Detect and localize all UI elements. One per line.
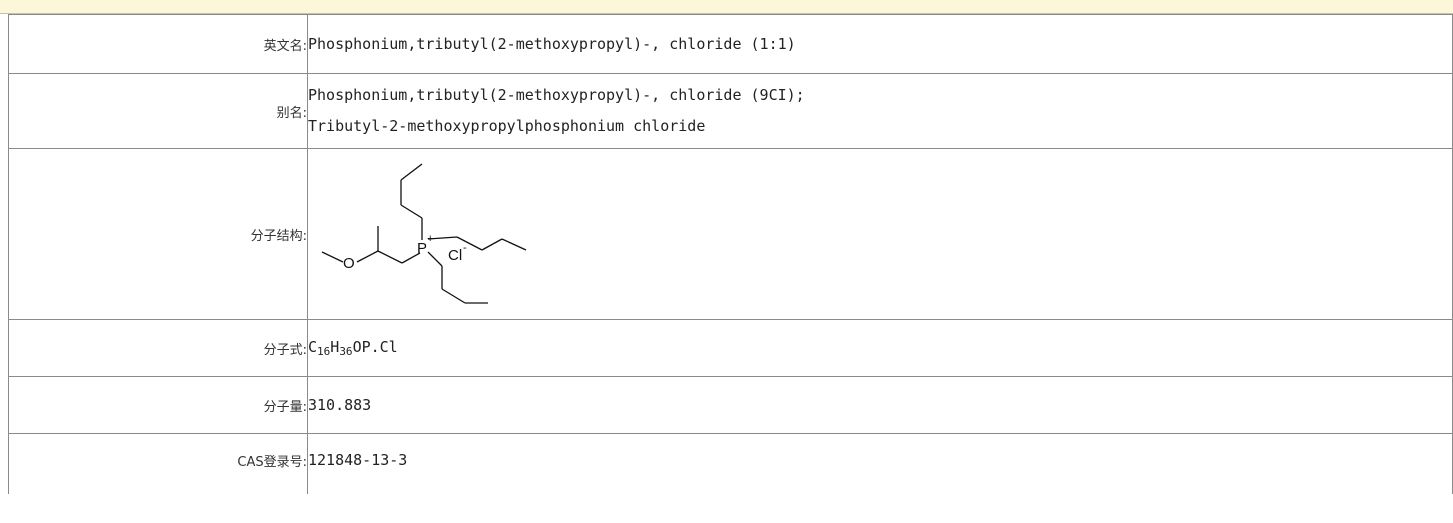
row-molecular-weight: 分子量: 310.883	[8, 376, 1453, 434]
bond	[427, 236, 458, 240]
phosphorus-charge: +	[427, 233, 433, 245]
bond	[356, 250, 379, 263]
molecule-structure-image: O P + Cl -	[321, 163, 527, 304]
bond	[501, 238, 527, 251]
structure-label: 分子结构:	[8, 148, 308, 320]
bond	[400, 204, 423, 219]
formula-c-count: 16	[317, 345, 331, 358]
cas-value: 121848-13-3	[307, 433, 1453, 494]
bond	[456, 236, 483, 251]
bond	[441, 288, 466, 304]
bond	[481, 238, 503, 251]
cas-label: CAS登录号:	[8, 433, 308, 494]
bond	[321, 251, 344, 263]
alias-1: Phosphonium,tributyl(2-methoxypropyl)-, …	[308, 86, 805, 104]
formula-rest: OP.Cl	[352, 338, 398, 356]
formula-h-count: 36	[339, 345, 353, 358]
english-name-value: Phosphonium,tributyl(2-methoxypropyl)-, …	[307, 14, 1453, 74]
atom-chlorine: Cl	[448, 247, 462, 264]
bond	[401, 252, 421, 264]
molecule-atoms: O P + Cl -	[343, 233, 467, 272]
aliases-value: Phosphonium,tributyl(2-methoxypropyl)-, …	[307, 73, 1453, 149]
row-structure: 分子结构:	[8, 148, 1453, 320]
row-cas: CAS登录号: 121848-13-3	[8, 433, 1453, 494]
formula-h: H	[330, 338, 340, 356]
row-aliases: 别名: Phosphonium,tributyl(2-methoxypropyl…	[8, 73, 1453, 149]
formula-c: C	[308, 338, 318, 356]
aliases-label: 别名:	[8, 73, 308, 149]
molecular-weight-value: 310.883	[307, 376, 1453, 434]
atom-phosphorus: P	[417, 240, 427, 257]
chlorine-charge: -	[463, 242, 467, 254]
molecule-bonds	[321, 163, 527, 304]
alias-2: Tributyl-2-methoxypropylphosphonium chlo…	[308, 117, 706, 135]
atom-oxygen: O	[343, 255, 355, 272]
molecular-weight-label: 分子量:	[8, 376, 308, 434]
bond	[427, 251, 443, 267]
english-name-label: 英文名:	[8, 14, 308, 74]
formula-value: C16H36OP.Cl	[307, 319, 1453, 377]
bond	[377, 250, 403, 264]
top-banner	[0, 0, 1453, 14]
compound-info-table: 英文名: Phosphonium,tributyl(2-methoxypropy…	[8, 14, 1453, 494]
bond	[400, 163, 423, 181]
formula-label: 分子式:	[8, 319, 308, 377]
row-formula: 分子式: C16H36OP.Cl	[8, 319, 1453, 377]
row-english-name: 英文名: Phosphonium,tributyl(2-methoxypropy…	[8, 14, 1453, 74]
structure-value: O P + Cl -	[307, 148, 1453, 320]
